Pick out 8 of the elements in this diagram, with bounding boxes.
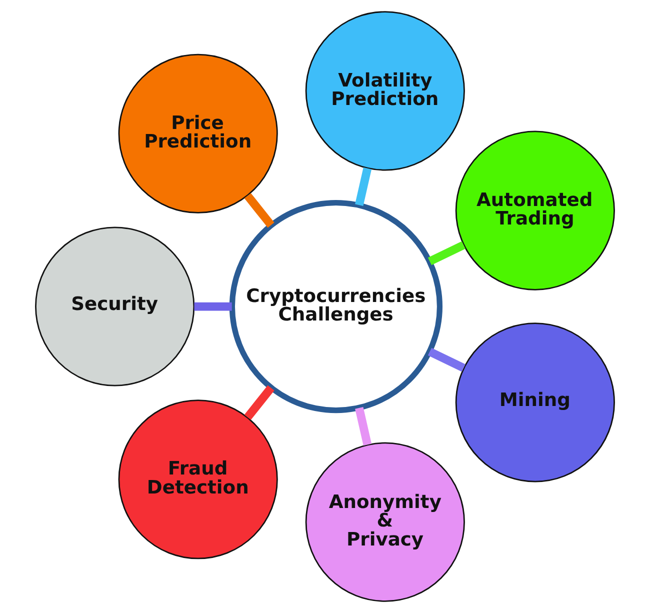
node-circle: Anonymity & Privacy — [304, 442, 464, 602]
node-circle: Mining — [454, 322, 614, 482]
node-circle: Automated Trading — [454, 130, 614, 290]
node-circle: Security — [34, 226, 194, 386]
node-circle: Fraud Detection — [118, 400, 278, 560]
node-circle: Cryptocurrencies Challenges — [228, 200, 442, 414]
node-circle: Volatility Prediction — [304, 11, 464, 171]
node-circle: Price Prediction — [118, 54, 278, 214]
